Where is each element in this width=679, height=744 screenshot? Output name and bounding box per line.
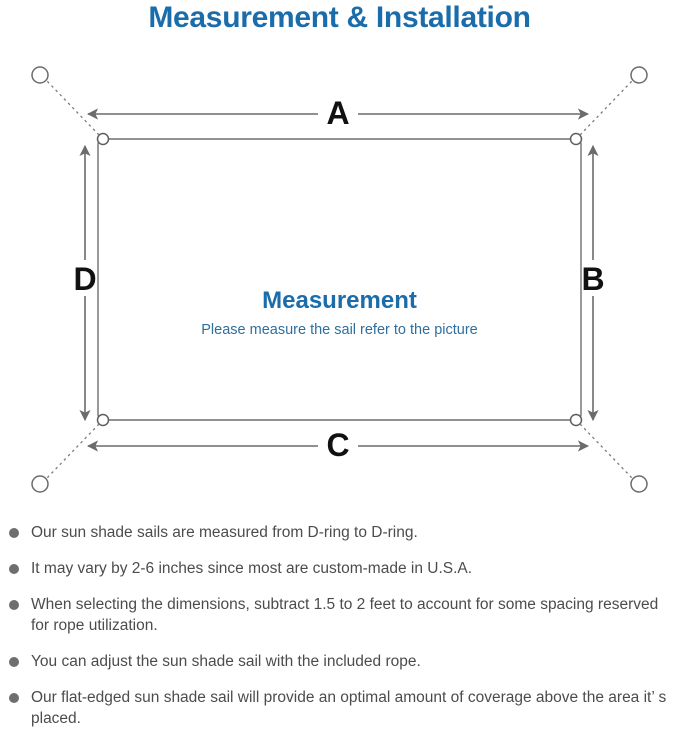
page-title: Measurement & Installation	[148, 1, 531, 34]
bullet-icon	[9, 693, 19, 703]
list-item: You can adjust the sun shade sail with t…	[0, 651, 679, 672]
d-ring-top-left	[96, 132, 110, 146]
list-item: It may vary by 2-6 inches since most are…	[0, 558, 679, 579]
d-ring-top-right	[569, 132, 583, 146]
list-item: Our flat-edged sun shade sail will provi…	[0, 687, 679, 729]
dimension-a-label: A	[326, 95, 349, 131]
dimension-c: C	[86, 427, 590, 463]
bullet-icon	[9, 564, 19, 574]
dimension-b-label: B	[581, 261, 604, 297]
note-text: When selecting the dimensions, subtract …	[31, 596, 659, 634]
sail-outline	[97, 138, 582, 421]
dimension-d-label: D	[73, 261, 96, 297]
d-ring-group	[96, 132, 583, 427]
dimension-b: B	[581, 144, 605, 422]
bullet-icon	[9, 600, 19, 610]
rope-top-right	[579, 80, 633, 136]
anchor-top-right	[630, 66, 648, 84]
rope-bottom-right	[579, 423, 633, 479]
measurement-diagram: A C D B Measurement Please measure the s…	[0, 46, 679, 516]
rope-lines	[46, 80, 633, 479]
dimension-c-label: C	[326, 427, 349, 463]
d-ring-bottom-left	[96, 413, 110, 427]
rope-top-left	[46, 80, 100, 136]
anchor-bottom-left	[31, 475, 49, 493]
rope-bottom-left	[46, 423, 100, 479]
note-text: Our sun shade sails are measured from D-…	[31, 524, 418, 541]
notes-list: Our sun shade sails are measured from D-…	[0, 522, 679, 744]
d-ring-bottom-right	[569, 413, 583, 427]
list-item: Our sun shade sails are measured from D-…	[0, 522, 679, 543]
dimension-d: D	[73, 144, 97, 422]
anchor-points	[31, 66, 648, 493]
dimension-a: A	[86, 95, 590, 131]
note-text: Our flat-edged sun shade sail will provi…	[31, 689, 667, 727]
list-item: When selecting the dimensions, subtract …	[0, 594, 679, 636]
note-text: It may vary by 2-6 inches since most are…	[31, 560, 473, 577]
note-text: You can adjust the sun shade sail with t…	[31, 653, 421, 670]
bullet-icon	[9, 528, 19, 538]
anchor-bottom-right	[630, 475, 648, 493]
anchor-top-left	[31, 66, 49, 84]
bullet-icon	[9, 657, 19, 667]
